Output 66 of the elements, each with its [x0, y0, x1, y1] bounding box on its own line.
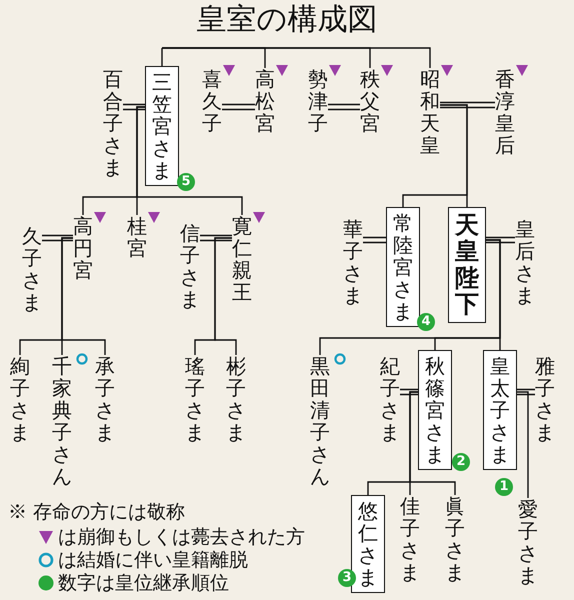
marriage-line: [327, 104, 361, 110]
person-name: 信子さま: [180, 222, 200, 310]
legend-text: は崩御もしくは薨去された方: [58, 525, 305, 550]
family-line: [162, 47, 431, 68]
person-name: 常陸宮さま: [393, 212, 413, 322]
marriage-line: [199, 234, 233, 242]
person-name: 紀子さま: [380, 355, 400, 443]
name-box: [386, 207, 420, 327]
person-name: 皇后さま: [515, 218, 535, 306]
note-text: ※ 存命の方には敬称: [8, 500, 186, 525]
person-name: 佳子さま: [400, 495, 420, 583]
person-name: 彬子さま: [226, 355, 246, 443]
marriage-line: [439, 102, 496, 108]
marriage-line: [221, 104, 256, 110]
name-box: [145, 66, 179, 186]
person-name: 皇太子さま: [490, 355, 510, 465]
person-name: 百合子さま: [103, 68, 123, 178]
person-name: 高松宮: [255, 68, 275, 134]
person-name: 黒田清子さん: [310, 355, 330, 487]
descent-line: [486, 239, 501, 350]
marriage-line: [516, 388, 536, 396]
person-name: 天皇陛下: [455, 212, 479, 318]
family-line: [161, 47, 163, 66]
marriage-line: [362, 236, 387, 244]
name-box: [351, 495, 385, 593]
descent-line: [214, 237, 237, 355]
person-name: 香淳皇后: [495, 68, 515, 156]
person-name: 昭和天皇: [420, 68, 440, 156]
person-name: 久子さま: [22, 225, 42, 313]
rank-number: 1: [495, 478, 513, 496]
rank-number: 2: [452, 453, 470, 471]
rank-number: 3: [338, 569, 356, 587]
rank-number: 5: [177, 173, 195, 191]
name-box: [448, 207, 486, 323]
person-name: 雅子さま: [535, 355, 555, 443]
marriage-line: [122, 104, 146, 110]
person-name: 寛仁親王: [232, 215, 252, 303]
person-name: 秩父宮: [360, 68, 380, 134]
person-name: 高円宮: [73, 215, 93, 281]
person-name: 絢子さま: [10, 355, 30, 443]
name-box: [483, 350, 517, 470]
person-name: 三笠宮さま: [152, 71, 172, 181]
marriage-line: [399, 388, 419, 396]
person-name: 瑤子さま: [185, 355, 205, 443]
descent-line: [61, 237, 106, 355]
descent-line: [409, 391, 456, 495]
marriage-line: [41, 234, 74, 242]
rank-number: 4: [417, 313, 435, 331]
person-name: 悠仁さま: [358, 500, 378, 588]
person-name: 喜久子: [202, 68, 222, 134]
person-name: 華子さま: [343, 218, 363, 306]
marriage-line: [485, 236, 516, 244]
descent-line: [136, 106, 243, 215]
person-name: 眞子さま: [445, 495, 465, 583]
legend-text: は結婚に伴い皇籍離脱: [58, 548, 248, 573]
descent-line: [517, 391, 529, 498]
person-name: 秋篠宮さま: [425, 355, 445, 465]
person-name: 承子さま: [95, 355, 115, 443]
person-name: 桂宮: [127, 215, 147, 259]
descent-line: [440, 104, 468, 207]
diagram-title: 皇室の構成図: [196, 2, 378, 38]
name-box: [418, 350, 452, 470]
person-name: 愛子さま: [518, 498, 538, 586]
person-name: 勢津子: [308, 68, 328, 134]
person-name: 千家典子さん: [52, 355, 72, 487]
legend-text: 数字は皇位継承順位: [58, 571, 229, 596]
